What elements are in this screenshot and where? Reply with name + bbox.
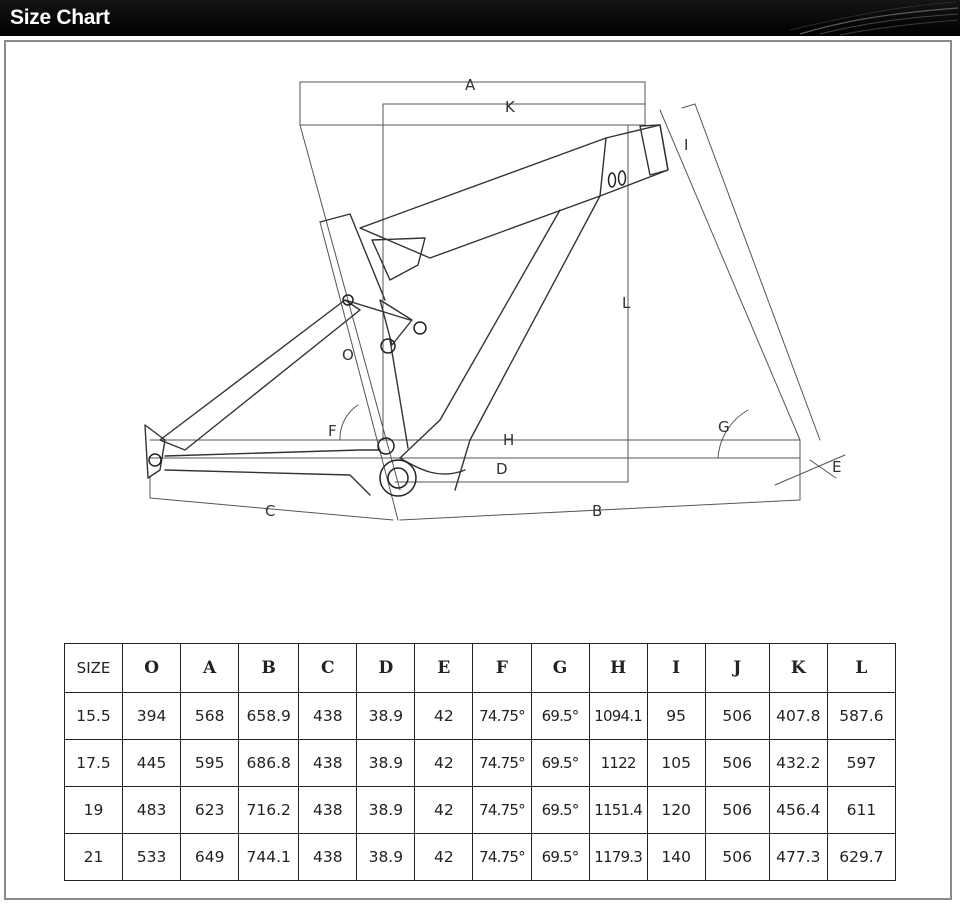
bike-frame <box>144 124 669 496</box>
table-cell: 533 <box>122 833 182 881</box>
table-cell: 38.9 <box>356 833 416 881</box>
chart-frame <box>4 40 952 900</box>
table-row: 21 533 649 744.1 438 38.9 42 74.75° 69.5… <box>63 833 897 881</box>
table-cell: 438 <box>298 833 358 881</box>
column-header: J <box>704 643 770 693</box>
table-row: 15.5 394 568 658.9 438 38.9 42 74.75° 69… <box>63 692 897 740</box>
table-cell: 432.2 <box>768 739 828 787</box>
table-cell: 69.5° <box>530 786 590 834</box>
table-cell: 649 <box>180 833 240 881</box>
label-e: E <box>832 458 841 476</box>
frame-geometry-diagram: A K O F H D C B L I G E <box>144 76 846 521</box>
table-cell: 69.5° <box>530 833 590 881</box>
table-cell: 587.6 <box>826 692 897 740</box>
table-cell: 506 <box>704 833 770 881</box>
table-cell: 438 <box>298 739 358 787</box>
table-row: 19 483 623 716.2 438 38.9 42 74.75° 69.5… <box>63 786 897 834</box>
column-header: L <box>826 643 897 693</box>
table-cell: 716.2 <box>238 786 300 834</box>
table-cell: 1094.1 <box>588 692 648 740</box>
header-bar: Size Chart <box>0 0 960 36</box>
column-header: H <box>588 643 648 693</box>
table-cell: 69.5° <box>530 739 590 787</box>
table-cell: 658.9 <box>238 692 300 740</box>
table-cell: 686.8 <box>238 739 300 787</box>
table-cell: 1179.3 <box>588 833 648 881</box>
table-cell: 1122 <box>588 739 648 787</box>
label-l: L <box>622 294 631 312</box>
size-table: SIZE O A B C D E F G H I J K L 15.5 394 … <box>63 643 897 881</box>
table-cell: 438 <box>298 786 358 834</box>
column-header: A <box>180 643 240 693</box>
table-row: 17.5 445 595 686.8 438 38.9 42 74.75° 69… <box>63 739 897 787</box>
label-c: C <box>265 502 275 520</box>
table-cell: 42 <box>414 739 474 787</box>
table-cell: 42 <box>414 786 474 834</box>
table-cell: 506 <box>704 739 770 787</box>
table-cell: 477.3 <box>768 833 828 881</box>
table-cell: 42 <box>414 692 474 740</box>
table-cell: 74.75° <box>472 833 532 881</box>
table-header-row: SIZE O A B C D E F G H I J K L <box>63 643 897 693</box>
column-header: I <box>646 643 706 693</box>
table-cell: 456.4 <box>768 786 828 834</box>
header-title: Size Chart <box>10 6 110 29</box>
dimension-lines <box>149 81 846 521</box>
table-cell: 42 <box>414 833 474 881</box>
label-f: F <box>328 422 337 440</box>
table-cell: 105 <box>646 739 706 787</box>
table-cell: 1151.4 <box>588 786 648 834</box>
label-a: A <box>465 76 476 94</box>
table-cell: 568 <box>180 692 240 740</box>
column-header: D <box>356 643 416 693</box>
label-h: H <box>503 431 514 449</box>
table-cell: 438 <box>298 692 358 740</box>
label-g: G <box>718 418 730 436</box>
table-cell: 611 <box>826 786 897 834</box>
table-cell: 483 <box>122 786 182 834</box>
table-cell: 407.8 <box>768 692 828 740</box>
column-header: G <box>530 643 590 693</box>
label-d: D <box>496 460 508 478</box>
table-cell: 629.7 <box>826 833 897 881</box>
column-header: E <box>414 643 474 693</box>
table-cell: 506 <box>704 786 770 834</box>
label-i: I <box>684 136 688 154</box>
label-k: K <box>505 98 516 116</box>
table-cell: 74.75° <box>472 786 532 834</box>
table-cell: 597 <box>826 739 897 787</box>
table-cell: 21 <box>63 833 124 881</box>
table-cell: 74.75° <box>472 692 532 740</box>
table-cell: 69.5° <box>530 692 590 740</box>
column-header: B <box>238 643 300 693</box>
table-cell: 95 <box>646 692 706 740</box>
column-header: K <box>768 643 828 693</box>
table-cell: 38.9 <box>356 739 416 787</box>
dimension-labels: A K O F H D C B L I G E <box>265 76 841 520</box>
table-cell: 19 <box>63 786 124 834</box>
table-cell: 506 <box>704 692 770 740</box>
column-header: O <box>122 643 182 693</box>
table-cell: 445 <box>122 739 182 787</box>
table-cell: 17.5 <box>63 739 124 787</box>
table-cell: 595 <box>180 739 240 787</box>
table-cell: 744.1 <box>238 833 300 881</box>
column-header: C <box>298 643 358 693</box>
label-o: O <box>342 346 354 364</box>
table-cell: 15.5 <box>63 692 124 740</box>
label-b: B <box>592 502 602 520</box>
table-cell: 394 <box>122 692 182 740</box>
table-cell: 623 <box>180 786 240 834</box>
column-header: SIZE <box>63 643 124 693</box>
table-cell: 38.9 <box>356 786 416 834</box>
column-header: F <box>472 643 532 693</box>
swoosh-decoration <box>789 1 959 36</box>
table-cell: 120 <box>646 786 706 834</box>
table-cell: 74.75° <box>472 739 532 787</box>
table-cell: 140 <box>646 833 706 881</box>
pivot-points <box>148 170 627 497</box>
table-cell: 38.9 <box>356 692 416 740</box>
